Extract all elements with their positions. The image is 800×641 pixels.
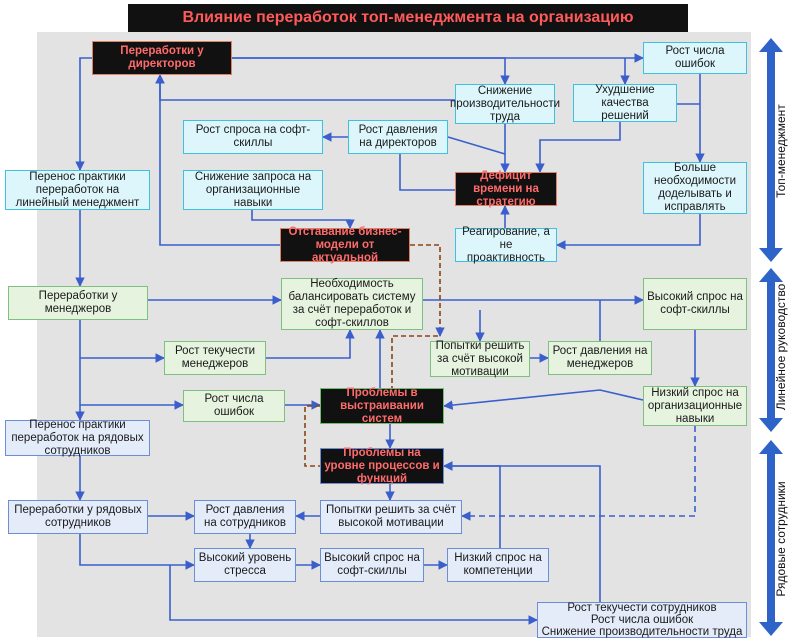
node-manager-pressure: Рост давления на менеджеров xyxy=(548,341,652,375)
edge-turnover-balance xyxy=(266,329,355,359)
edge-dashed-system-process xyxy=(304,405,320,467)
side-arrow-top xyxy=(759,38,783,262)
node-overtime-staff: Переработки у рядовых сотрудников xyxy=(8,500,148,534)
side-label-line: Линейное руководство xyxy=(774,283,788,411)
node-org-skills-drop: Снижение запроса на организационные навы… xyxy=(183,170,323,210)
node-system-problems: Проблемы в выстраивании систем xyxy=(320,387,444,425)
side-label-staff: Рядовые сотрудники xyxy=(774,481,788,597)
node-balance-need: Необходимость балансировать систему за с… xyxy=(281,278,423,330)
edge-managers-turnover xyxy=(79,320,165,363)
node-time-deficit: Дефицит времени на стратегию xyxy=(455,170,557,208)
node-error-growth-top: Рост числа ошибок xyxy=(643,42,747,74)
edge-to-stress xyxy=(79,534,195,570)
node-low-org-demand: Низкий спрос на организационные навыки xyxy=(643,386,747,426)
node-process-problems: Проблемы на уровне процессов и функций xyxy=(320,447,444,485)
edge-final-process xyxy=(443,461,601,602)
node-motivation-try-line: Попытки решить за счёт высокой мотивации xyxy=(430,340,530,378)
node-transfer-to-staff: Перенос практики переработок на рядовых … xyxy=(5,419,150,457)
edge-dashed-lag-loop xyxy=(410,244,445,337)
edge-redo-reaction xyxy=(556,214,701,250)
node-director-pressure: Рост давления на директоров xyxy=(348,120,448,154)
node-decision-quality: Ухудшение качества решений xyxy=(573,84,677,122)
edge-productivity-back xyxy=(155,74,455,101)
node-model-lag: Отставание бизнес-модели от актуальной xyxy=(280,226,410,264)
node-redo-fix: Больше необходимости доделывать и исправ… xyxy=(643,162,747,214)
node-motivation-try-staff: Попытки решить за счёт высокой мотивации xyxy=(320,500,462,534)
edge-quality-deficit xyxy=(535,122,621,173)
node-overtime-managers: Переработки у менеджеров xyxy=(8,286,148,320)
edge-loworg-system xyxy=(443,389,644,410)
node-reaction: Реагирование, а не проактивность xyxy=(455,226,557,264)
node-overtime-directors: Переработки у директоров xyxy=(92,41,232,75)
edge-lag-directors xyxy=(155,74,280,246)
edge-dashed-loworg-motivation xyxy=(461,426,696,521)
node-high-soft-demand-staff: Высокий спрос на софт-скиллы xyxy=(320,548,424,582)
node-stress: Высокий уровень стресса xyxy=(194,548,296,582)
edge-pressure-deficit xyxy=(399,154,455,191)
node-final-effects: Рост текучести сотрудников Рост числа ош… xyxy=(537,602,747,638)
node-high-soft-demand-line: Высокий спрос на софт-скиллы xyxy=(643,278,747,330)
edge-to-final xyxy=(169,565,538,625)
edge-directors-productivity xyxy=(232,57,510,85)
edge-to-pressure xyxy=(447,136,506,155)
node-softskills-demand: Рост спроса на софт-скиллы xyxy=(183,120,323,154)
node-error-growth-line: Рост числа ошибок xyxy=(183,390,285,422)
diagram-title: Влияние переработок топ-менеджмента на о… xyxy=(128,4,688,32)
node-low-competence-demand: Низкий спрос на компетенции xyxy=(447,548,549,582)
side-label-top: Топ-менеджмент xyxy=(774,104,788,198)
edge-directors-left xyxy=(79,57,92,75)
node-transfer-to-line: Перенос практики переработок на линейный… xyxy=(5,170,150,210)
node-manager-turnover: Рост текучести менеджеров xyxy=(164,341,266,375)
edge-orgskills-lag xyxy=(251,210,355,229)
side-arrow-line xyxy=(759,268,783,432)
node-staff-pressure: Рост давления на сотрудников xyxy=(194,500,296,534)
side-arrow-staff xyxy=(759,440,783,636)
node-productivity-drop: Снижение производительности труда xyxy=(450,84,561,124)
